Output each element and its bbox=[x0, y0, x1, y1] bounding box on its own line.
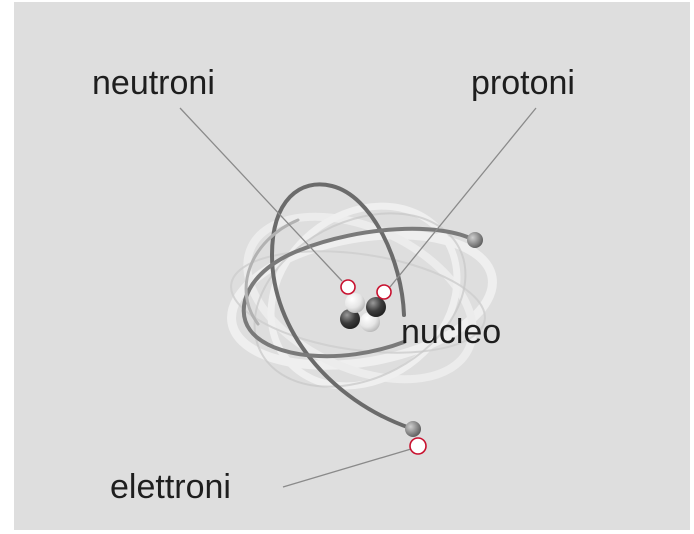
nucleus-particle bbox=[366, 297, 386, 317]
marker-neutroni bbox=[340, 279, 356, 295]
faint-orbit-2 bbox=[243, 212, 477, 384]
label-electrons: elettroni bbox=[110, 468, 231, 506]
leader-lines bbox=[179, 107, 537, 488]
markers bbox=[340, 279, 427, 455]
orbit-inner bbox=[244, 218, 300, 326]
faint-orbit-4 bbox=[230, 250, 486, 354]
leader-line-protoni bbox=[389, 107, 537, 288]
faint-orbit-5 bbox=[253, 212, 467, 388]
diagram-background bbox=[14, 2, 690, 530]
faint-orbit-1 bbox=[227, 230, 497, 370]
label-neutrons: neutroni bbox=[92, 64, 215, 102]
orbit-horizontal bbox=[241, 226, 476, 359]
electron-ball-top bbox=[467, 232, 483, 248]
nucleus-particle bbox=[340, 309, 360, 329]
electron-ball-bottom bbox=[405, 421, 421, 437]
nucleus-particle bbox=[345, 293, 365, 313]
electron-orbits bbox=[241, 182, 476, 430]
label-nucleus: nucleo bbox=[401, 313, 502, 351]
marker-elettroni bbox=[409, 437, 427, 455]
nucleus-particle bbox=[360, 312, 380, 332]
label-protons: protoni bbox=[471, 64, 575, 102]
marker-protoni bbox=[376, 284, 392, 300]
leader-line-elettroni bbox=[282, 448, 412, 488]
nucleus bbox=[340, 293, 386, 332]
leader-line-neutroni bbox=[179, 107, 343, 282]
